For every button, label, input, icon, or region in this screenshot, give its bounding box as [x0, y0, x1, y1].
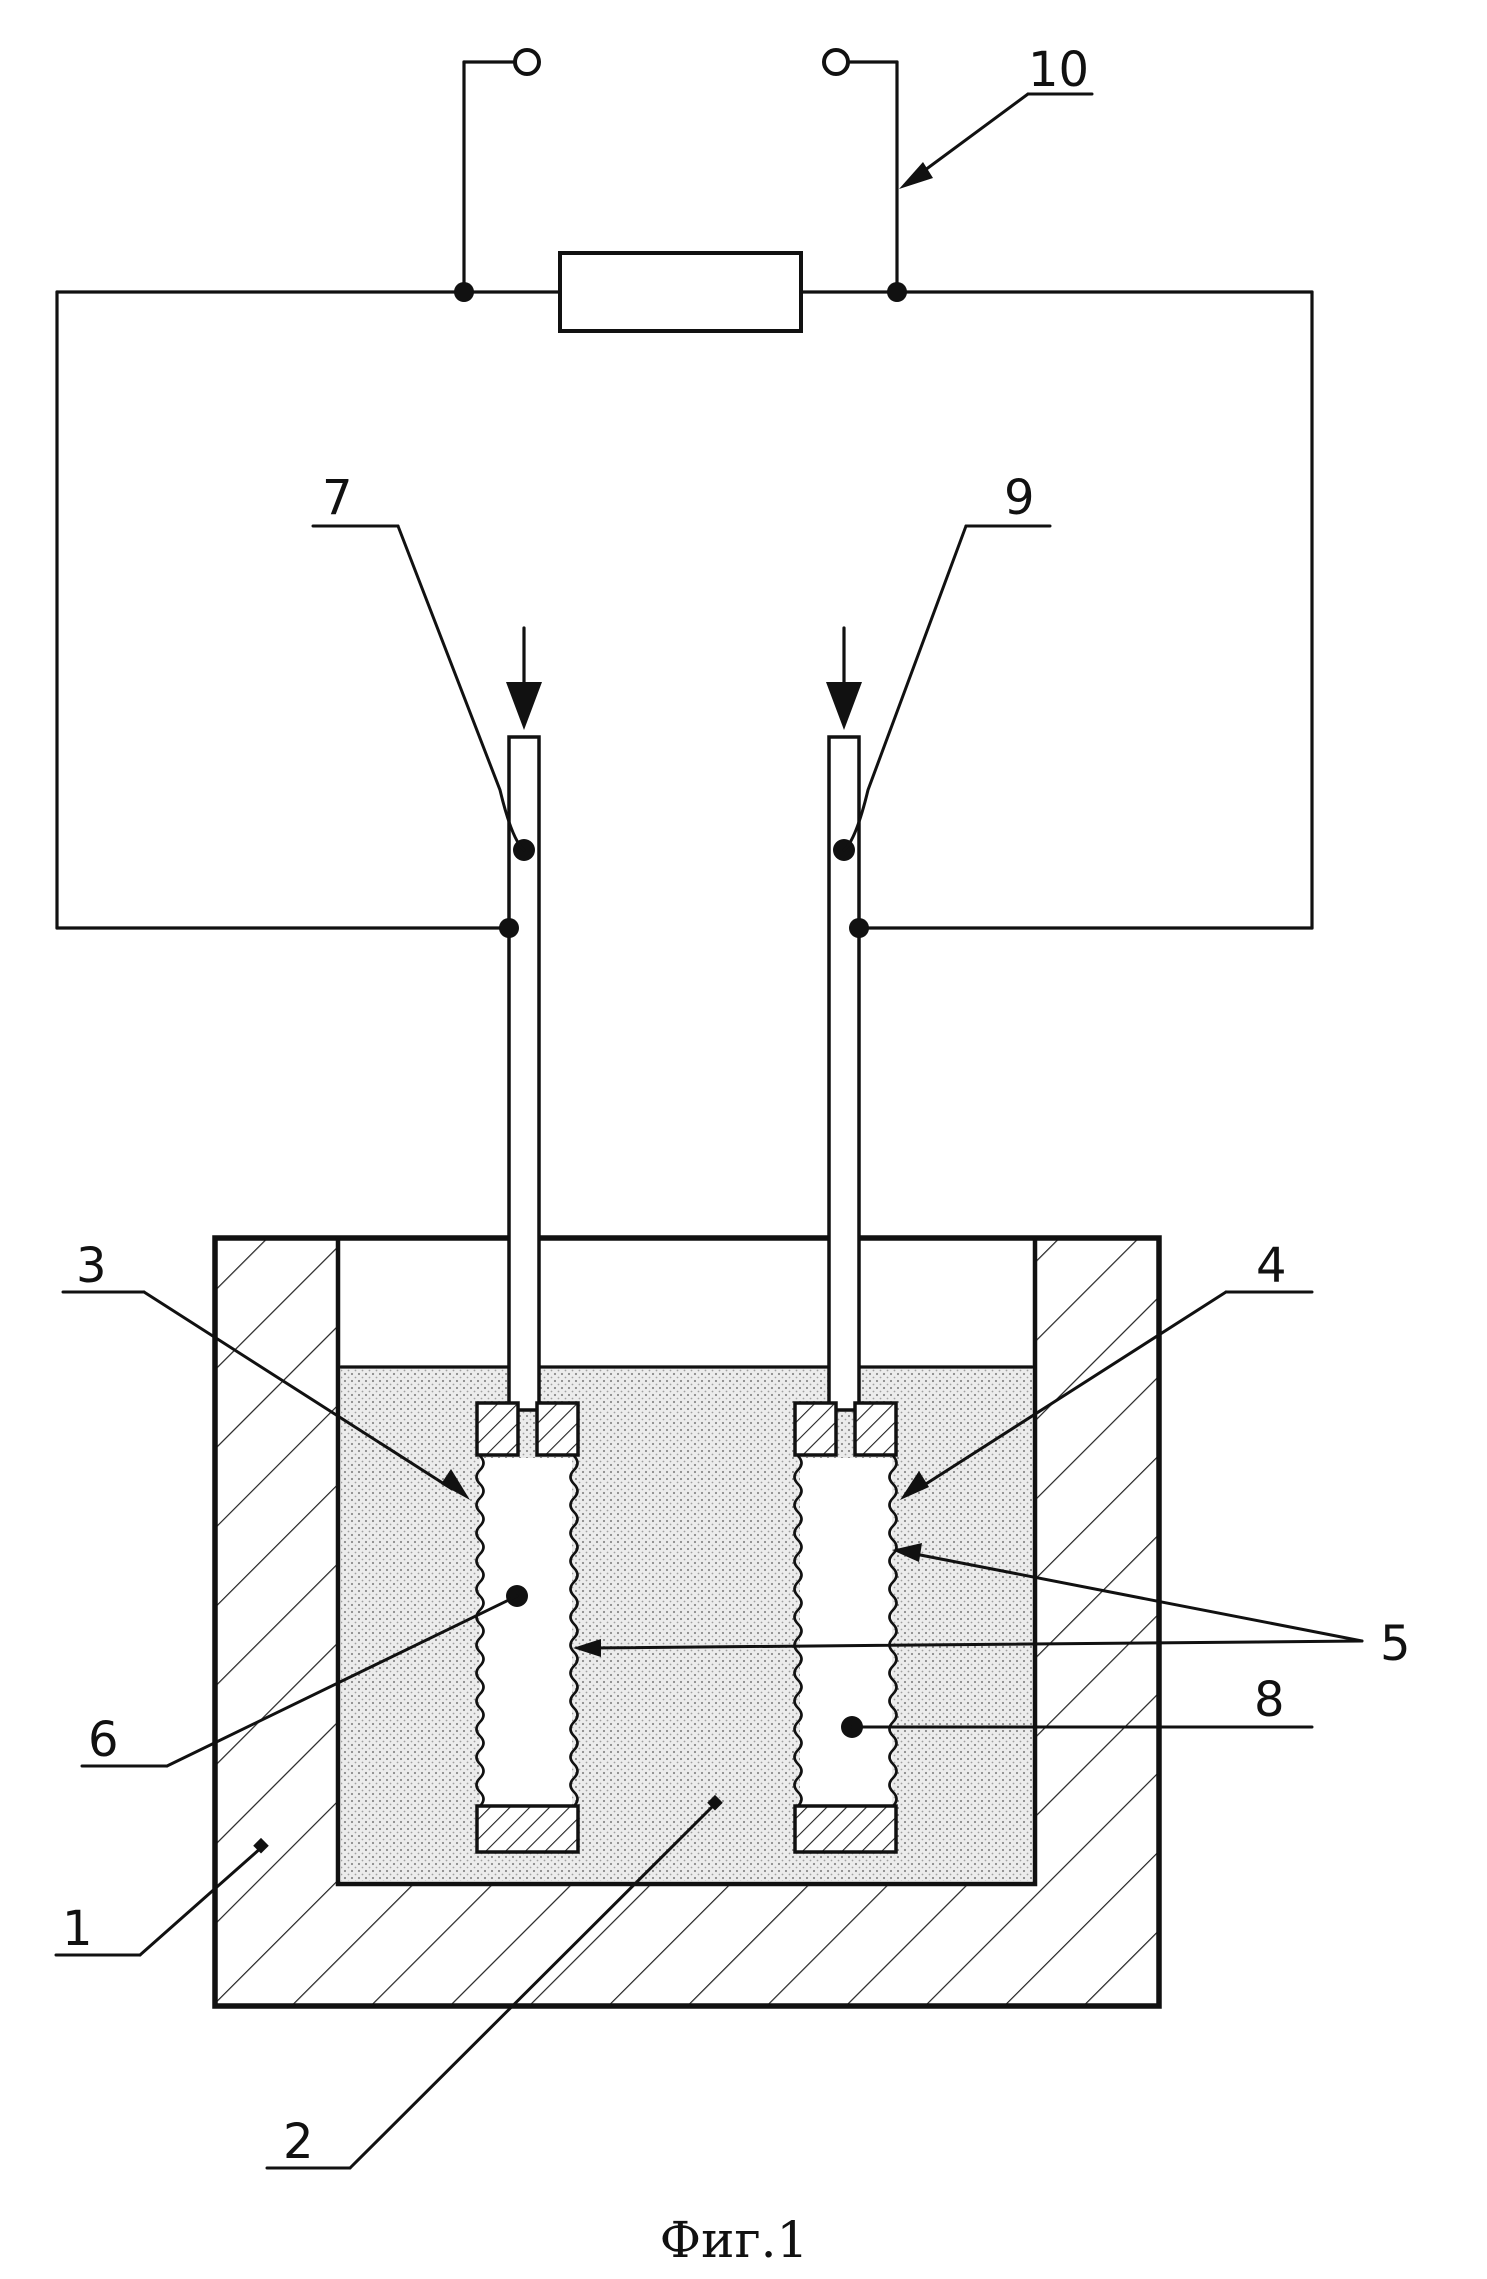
wire-junction-right [849, 918, 869, 938]
label-9: 9 [1004, 470, 1035, 526]
junction-dot [454, 282, 474, 302]
junction-dot [887, 282, 907, 302]
label-3: 3 [76, 1238, 107, 1294]
wire-junction-left [499, 918, 519, 938]
liquid-medium [341, 1367, 1032, 1881]
label-1: 1 [62, 1901, 93, 1957]
electrode-left [477, 1403, 579, 1852]
label-10: 10 [1028, 42, 1089, 98]
arrow-down-icon [506, 628, 542, 730]
terminal-left [515, 50, 539, 74]
figure-caption: Фиг.1 [660, 2211, 809, 2269]
rod-left [509, 737, 539, 1410]
label-8: 8 [1254, 1672, 1285, 1728]
label-6: 6 [88, 1712, 119, 1768]
label-7: 7 [322, 470, 353, 526]
measuring-circuit [57, 50, 1312, 928]
label-4: 4 [1256, 1238, 1287, 1294]
label-2: 2 [283, 2114, 314, 2170]
resistor [560, 253, 801, 331]
rod-right [829, 737, 859, 1410]
label-5: 5 [1380, 1616, 1411, 1672]
electrode-right [795, 1403, 897, 1852]
terminal-right [824, 50, 848, 74]
arrow-down-icon [826, 628, 862, 730]
